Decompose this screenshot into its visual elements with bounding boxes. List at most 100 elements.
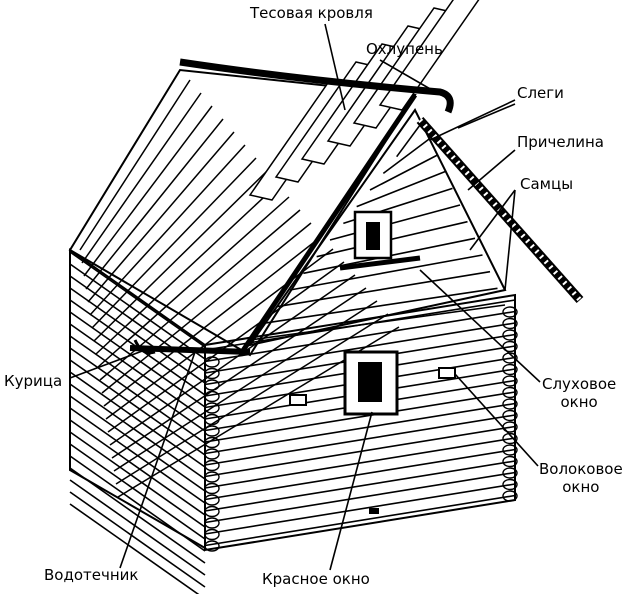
left-wall-logs xyxy=(69,248,206,594)
roof-purlin xyxy=(83,105,213,277)
label-roof-hook: Курица xyxy=(4,372,63,390)
corner-log-end xyxy=(204,459,220,472)
corner-log-end xyxy=(204,517,220,529)
roof-plank xyxy=(378,0,480,111)
label-ridge-log: Охлупень xyxy=(366,40,443,58)
corner-log-end xyxy=(204,448,220,460)
corner-log-end xyxy=(204,413,220,426)
side-wall-log xyxy=(69,503,200,594)
label-dormer-window-line2: окно xyxy=(560,393,598,411)
corner-log-end xyxy=(502,317,518,330)
corner-log-end xyxy=(204,436,220,449)
roof-purlin xyxy=(81,92,202,264)
dormer-sill xyxy=(339,255,421,271)
side-wall-log xyxy=(69,443,206,540)
front-wall-log xyxy=(204,310,516,363)
front-wall-log xyxy=(204,402,516,455)
label-plank-roof: Тесовая кровля xyxy=(250,4,373,22)
side-wall-log xyxy=(69,335,206,432)
roof-purlin xyxy=(103,235,323,407)
gable-log xyxy=(396,121,424,158)
corner-log-end xyxy=(204,494,220,506)
roof-slope xyxy=(68,68,417,498)
corner-log-end xyxy=(204,540,220,552)
side-wall-log xyxy=(69,383,206,480)
gable-outline xyxy=(247,108,507,347)
corner-log-end xyxy=(204,402,220,414)
side-wall-log xyxy=(69,359,206,456)
corner-log-end xyxy=(502,432,518,445)
roof-purlin xyxy=(111,287,367,459)
leader-line xyxy=(69,349,146,379)
front-wall-log xyxy=(204,391,516,443)
side-wall-log xyxy=(69,479,206,576)
corner-log-end xyxy=(502,444,518,456)
label-dormer-window: Слуховое окно xyxy=(542,375,616,411)
front-wall-log xyxy=(204,448,516,501)
leader-line xyxy=(119,351,196,569)
roof-purlin xyxy=(95,183,279,355)
gutter xyxy=(129,345,251,355)
side-wall-log xyxy=(69,275,206,372)
front-wall-log xyxy=(204,460,516,512)
gable-log xyxy=(329,204,461,241)
label-gable-logs: Самцы xyxy=(520,175,574,193)
leader-line xyxy=(454,373,539,467)
gable-log xyxy=(276,270,491,308)
side-wall-log xyxy=(69,371,206,468)
label-bargeboard: Причелина xyxy=(517,133,604,151)
corner-log-end xyxy=(502,455,518,468)
leader-line xyxy=(329,411,373,571)
roof-purlin xyxy=(101,222,312,394)
label-purlins: Слеги xyxy=(517,84,564,102)
roof-purlin xyxy=(79,79,191,251)
label-gutter: Водотечник xyxy=(44,566,139,584)
label-drag-window-line1: Волоковое xyxy=(539,460,623,478)
label-drag-window-line2: окно xyxy=(562,478,600,496)
corner-log-end xyxy=(502,490,518,502)
bargeboard-edge xyxy=(237,93,418,357)
roof-purlin xyxy=(91,157,257,329)
front-wall-log xyxy=(204,494,516,547)
corner-log-end xyxy=(502,467,518,479)
drag-window-left xyxy=(289,394,307,406)
roof-purlin xyxy=(97,196,290,368)
front-wall-log xyxy=(204,414,516,466)
side-wall-log xyxy=(69,419,206,516)
roof-purlin xyxy=(89,144,246,316)
roof-purlin xyxy=(99,209,301,381)
red-window-opening xyxy=(358,362,382,402)
roof-purlin xyxy=(115,313,389,485)
roof-purlin xyxy=(113,300,378,472)
side-wall-log xyxy=(69,323,206,420)
roof-purlin xyxy=(87,131,235,303)
dormer-window-opening xyxy=(366,222,380,250)
corner-log-end xyxy=(502,386,518,399)
corner-log-end xyxy=(502,409,518,422)
ridge-log xyxy=(179,58,454,114)
corner-log-end xyxy=(204,505,220,518)
leader-line xyxy=(419,269,541,383)
leader-lines xyxy=(69,23,541,571)
leader-line xyxy=(429,99,516,141)
side-wall-log xyxy=(69,251,206,348)
gable-log xyxy=(356,170,446,208)
drag-window-right xyxy=(438,367,456,379)
house-details xyxy=(129,58,584,514)
corner-log-end xyxy=(204,379,220,391)
corner-log-end xyxy=(204,367,220,380)
leader-line xyxy=(379,59,433,91)
side-wall-log xyxy=(69,395,206,492)
label-drag-window: Волоковое окно xyxy=(539,460,623,496)
corner-log-end xyxy=(204,471,220,483)
gable-log xyxy=(369,154,438,191)
corner-log-end xyxy=(204,390,220,403)
label-red-window: Красное окно xyxy=(262,570,370,588)
roof-purlin xyxy=(85,118,224,290)
corner-log-end xyxy=(502,363,518,376)
corner-log-end xyxy=(502,375,518,387)
gable-log xyxy=(382,137,431,174)
leader-line xyxy=(504,189,516,291)
gable-log xyxy=(249,304,506,341)
